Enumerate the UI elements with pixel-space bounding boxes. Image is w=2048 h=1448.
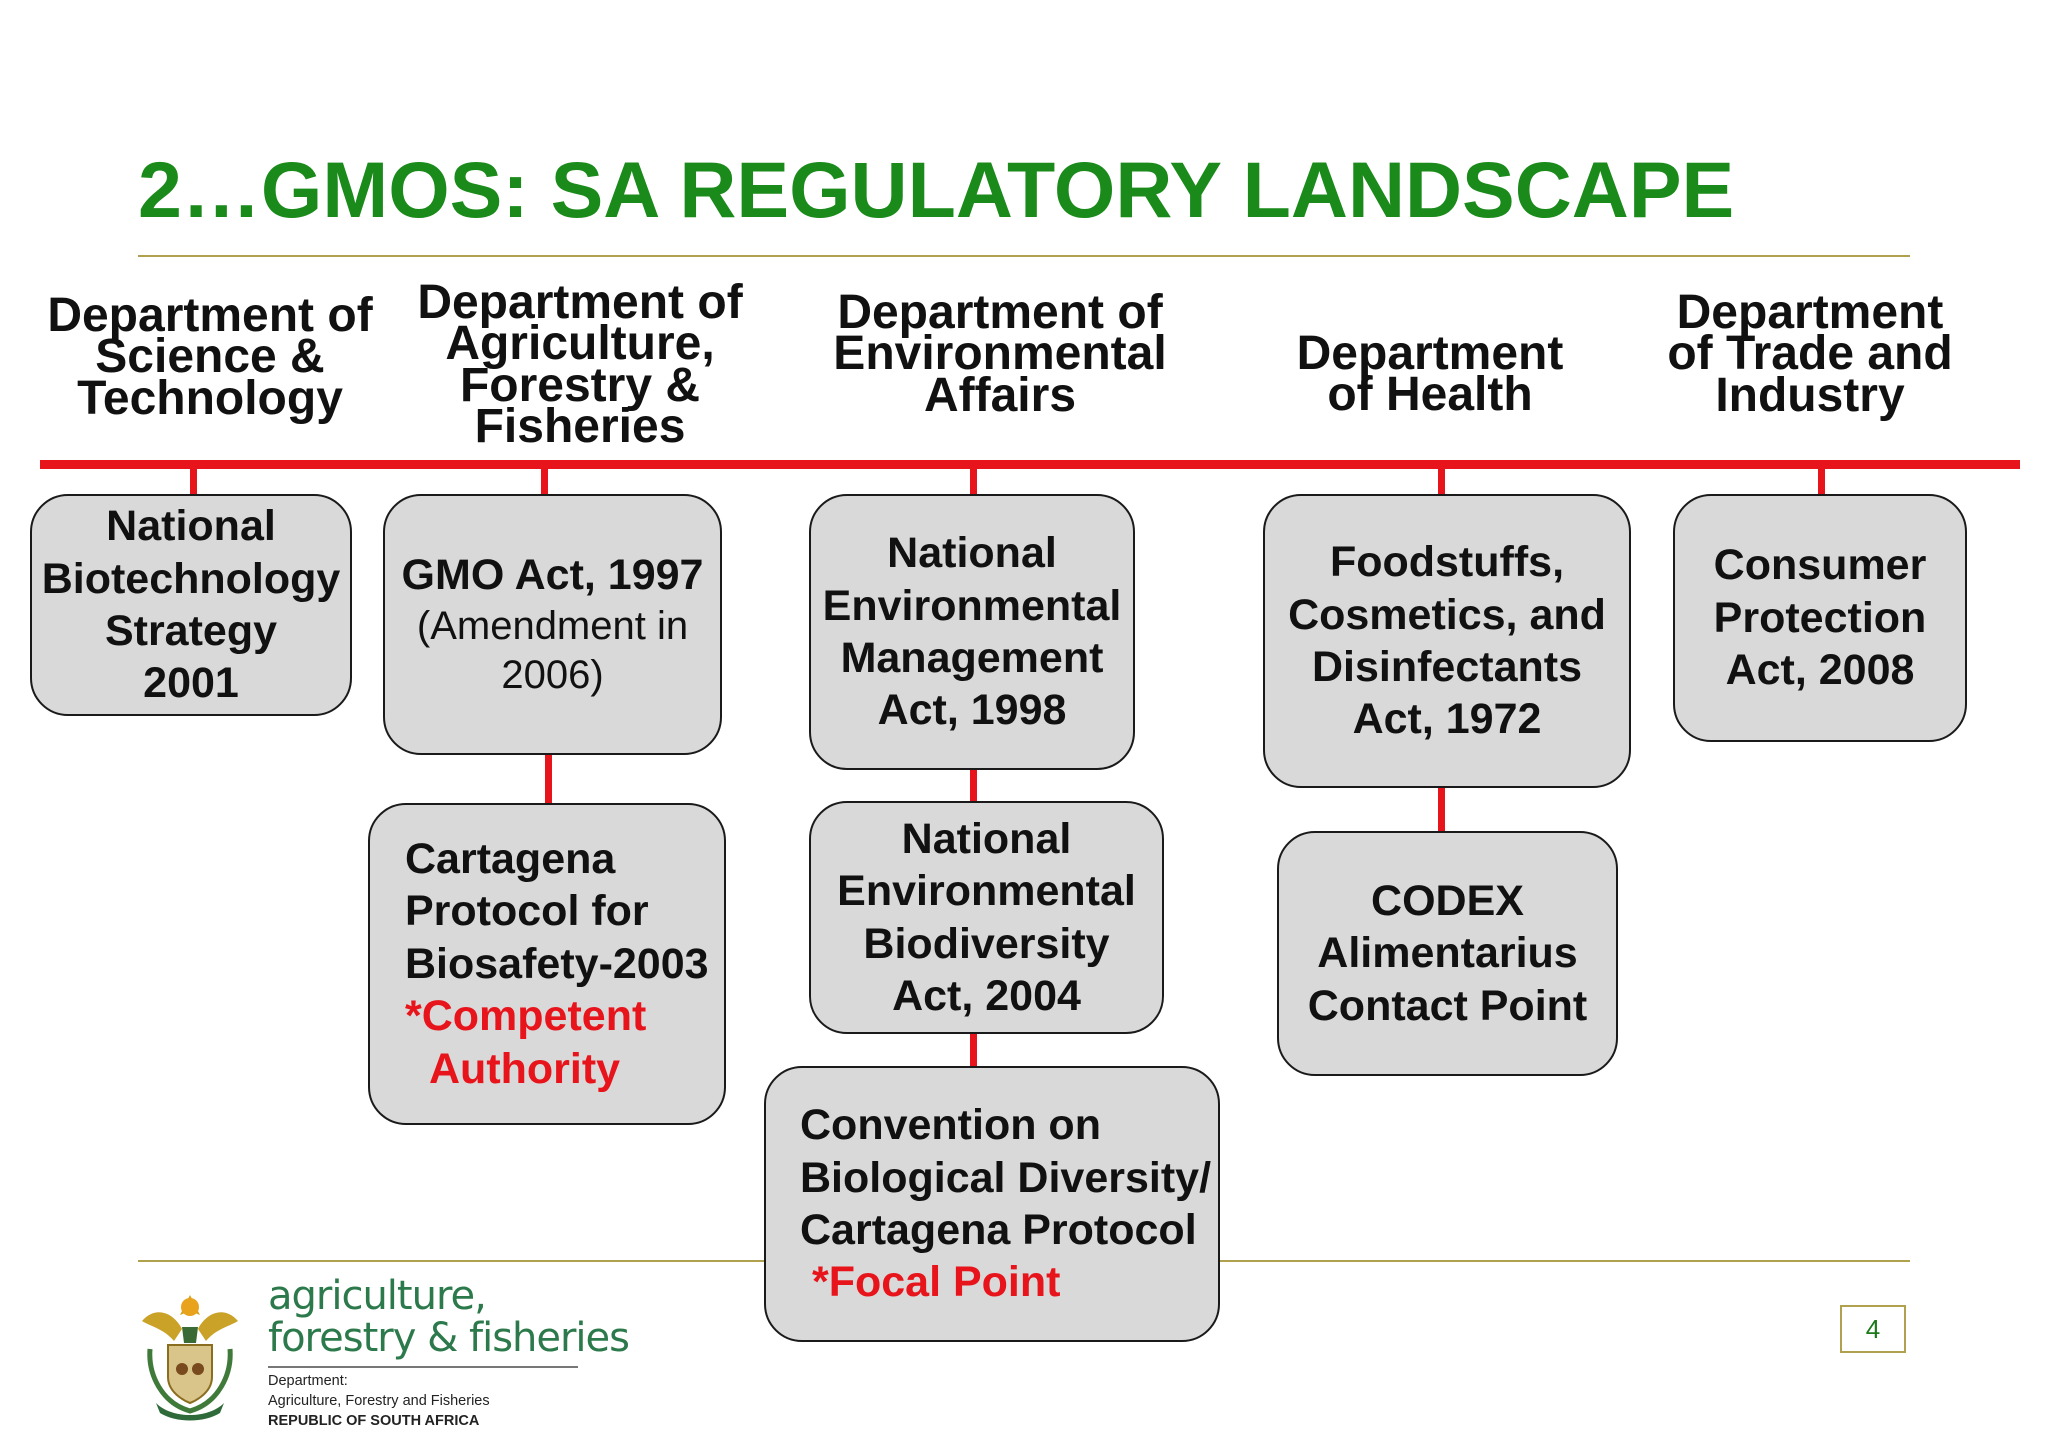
dept-environmental-affairs: Department of Environmental Affairs xyxy=(833,286,1167,422)
box-consumer-protection-act: Consumer Protection Act, 2008 xyxy=(1673,494,1967,742)
logo-line: agriculture, xyxy=(268,1273,487,1319)
connector xyxy=(970,1032,977,1068)
connector xyxy=(1438,464,1445,496)
box-line: Convention on xyxy=(800,1101,1101,1150)
box-line: Foodstuffs, xyxy=(1329,538,1565,587)
slide-title: 2…GMOS: SA REGULATORY LANDSCAPE xyxy=(138,145,1735,234)
box-line: Consumer xyxy=(1713,541,1927,590)
box-national-biotechnology-strategy: National Biotechnology Strategy 2001 xyxy=(30,494,352,716)
connector xyxy=(970,768,977,803)
country-name: REPUBLIC OF SOUTH AFRICA xyxy=(268,1413,480,1429)
connector xyxy=(545,755,552,805)
box-cartagena-protocol-biosafety: Cartagena Protocol for Biosafety-2003 *C… xyxy=(368,803,726,1125)
dept-health: Department of Health xyxy=(1296,327,1564,422)
box-line: GMO Act, 1997 xyxy=(401,551,704,600)
box-line: Strategy xyxy=(104,607,278,655)
box-line: Alimentarius xyxy=(1317,929,1578,978)
box-foodstuffs-act: Foodstuffs, Cosmetics, and Disinfectants… xyxy=(1263,494,1631,788)
box-line: National xyxy=(106,502,276,551)
box-line: Environmental xyxy=(822,581,1122,630)
box-line: Cartagena xyxy=(405,834,616,883)
box-line: Cartagena Protocol xyxy=(800,1206,1197,1254)
dept-trade-industry: Department of Trade and Industry xyxy=(1667,286,1953,422)
box-line: Biodiversity xyxy=(863,919,1110,968)
dept-science-technology: Department of Science & Technology xyxy=(47,289,373,425)
box-line: Act, 1972 xyxy=(1352,695,1542,744)
logo-line: forestry & fisheries xyxy=(268,1315,630,1361)
box-line: Biosafety-2003 xyxy=(405,939,709,988)
box-line: Biotechnology xyxy=(41,554,341,603)
connector xyxy=(541,464,548,496)
dept-label: Department: xyxy=(268,1373,348,1389)
box-codex-alimentarius: CODEX Alimentarius Contact Point xyxy=(1277,831,1618,1076)
logo-divider xyxy=(268,1366,578,1368)
box-nemba: National Environmental Biodiversity Act,… xyxy=(809,801,1164,1034)
box-line: Cosmetics, and xyxy=(1288,590,1606,639)
box-subline: 2006) xyxy=(501,652,604,697)
box-subline: (Amendment in xyxy=(416,603,689,648)
box-gmo-act: GMO Act, 1997 (Amendment in 2006) xyxy=(383,494,722,755)
timeline-bar xyxy=(40,460,2020,469)
box-line: Protocol for xyxy=(405,887,649,936)
connector xyxy=(190,464,197,496)
page-number: 4 xyxy=(1840,1305,1906,1353)
competent-authority-note: Authority xyxy=(429,1044,621,1093)
connector xyxy=(970,464,977,496)
box-line: Disinfectants xyxy=(1311,643,1582,691)
box-line: National xyxy=(887,529,1057,578)
dept-agriculture-forestry-fisheries: Department of Agriculture, Forestry & Fi… xyxy=(417,276,743,453)
box-line: Act, 2004 xyxy=(892,971,1081,1020)
box-line: Protection xyxy=(1713,593,1927,642)
box-line: Environmental xyxy=(837,867,1136,916)
competent-authority-note: *Competent xyxy=(405,992,647,1041)
box-line: National xyxy=(901,814,1072,863)
box-nema: National Environmental Management Act, 1… xyxy=(809,494,1135,770)
focal-point-note: *Focal Point xyxy=(812,1258,1061,1307)
connector xyxy=(1438,786,1445,833)
box-line: Act, 2008 xyxy=(1725,646,1915,695)
box-convention-biological-diversity: Convention on Biological Diversity/ Cart… xyxy=(764,1066,1220,1342)
box-line: Biological Diversity/ xyxy=(800,1153,1212,1202)
dept-name: Agriculture, Forestry and Fisheries xyxy=(268,1393,490,1409)
box-line: 2001 xyxy=(143,659,239,708)
logo-wordmark: agriculture, forestry & fisheries xyxy=(268,1273,630,1361)
box-line: Act, 1998 xyxy=(877,686,1067,735)
box-line: Contact Point xyxy=(1307,981,1588,1030)
connector xyxy=(1818,464,1825,496)
coat-of-arms-logo xyxy=(142,1295,238,1421)
box-line: CODEX xyxy=(1371,876,1524,925)
title-underline xyxy=(138,255,1910,257)
box-line: Management xyxy=(840,634,1104,682)
